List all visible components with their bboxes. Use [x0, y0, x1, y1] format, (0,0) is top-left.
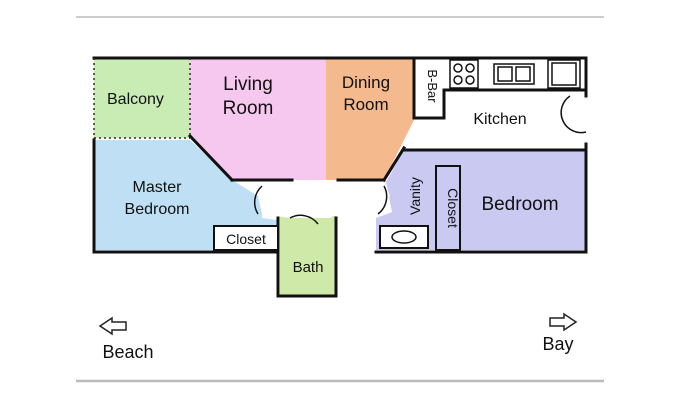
- closet-left-box: [213, 225, 279, 251]
- walls: [92, 56, 588, 298]
- bath-label: Bath: [293, 259, 324, 276]
- bedroom-label: Bedroom: [481, 194, 558, 215]
- beach-arrow-icon: [98, 316, 127, 336]
- door-swings: [253, 95, 587, 225]
- stove-icon: [449, 59, 479, 89]
- balcony-label: Balcony: [107, 91, 164, 108]
- living-room-label-line2: Room: [223, 98, 274, 119]
- dining-room-label-line2: Room: [343, 95, 388, 114]
- living-room-fill: [190, 58, 326, 180]
- kitchen-label: Kitchen: [473, 111, 526, 128]
- dining-room-label-line1: Dining: [342, 73, 390, 92]
- bay-label: Bay: [542, 334, 573, 354]
- closet-left-label: Closet: [226, 231, 266, 247]
- sink-icon: [493, 63, 535, 85]
- closet-right-box: [435, 165, 461, 251]
- bay-arrow-icon: [549, 312, 578, 332]
- dining-room-fill: [326, 58, 414, 180]
- balcony-fill: [94, 58, 190, 138]
- bbar-label: B-Bar: [425, 69, 440, 103]
- vanity-sink-icon: [379, 225, 429, 249]
- living-room-label-line1: Living: [223, 74, 273, 95]
- balcony-boundary: [93, 58, 191, 140]
- bath-fill: [280, 216, 336, 296]
- closet-right-label: Closet: [445, 188, 461, 228]
- fridge-icon: [547, 59, 581, 89]
- hallway: [232, 180, 390, 218]
- vanity-label: Vanity: [407, 177, 423, 215]
- beach-label: Beach: [102, 342, 153, 362]
- master-bedroom-label-line1: Master: [133, 179, 183, 196]
- master-bedroom-fill: [94, 140, 278, 250]
- master-bedroom-label-line2: Bedroom: [125, 201, 190, 218]
